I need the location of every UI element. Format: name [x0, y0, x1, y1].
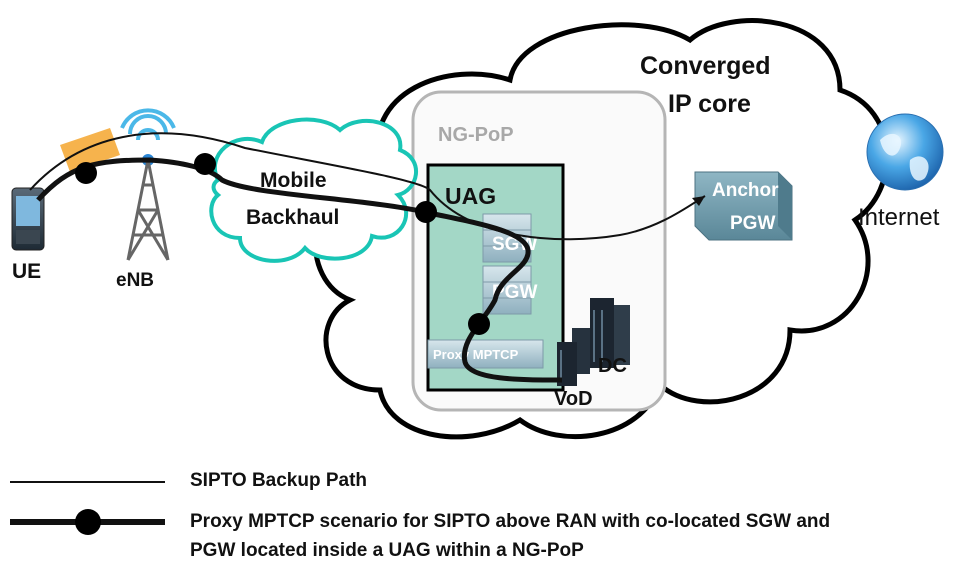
path-node	[194, 153, 216, 175]
globe-icon	[866, 113, 944, 191]
enb-tower-icon	[60, 108, 176, 261]
proxy-mptcp-path	[36, 157, 563, 383]
backup-arrowhead	[692, 196, 705, 206]
anchor-label-line1: Anchor	[712, 180, 779, 201]
legend-node	[75, 509, 101, 535]
internet-label: Internet	[858, 204, 940, 231]
anchor-label-line2: PGW	[730, 213, 775, 234]
dc-label: DC	[598, 355, 627, 377]
mobile-backhaul-cloud	[209, 117, 419, 263]
proxy-mptcp-box	[427, 339, 544, 369]
legend-proxy-label-line1: Proxy MPTCP scenario for SIPTO above RAN…	[190, 511, 831, 532]
legend-backup-label: SIPTO Backup Path	[190, 470, 368, 491]
vod-label: VoD	[554, 388, 593, 410]
path-node	[415, 201, 437, 223]
backhaul-label-line1: Mobile	[260, 169, 327, 192]
cloud-title-line1: Converged	[640, 52, 771, 80]
ue-label: UE	[12, 260, 41, 283]
ngpop-label: NG-PoP	[438, 124, 514, 146]
cloud-title-line2: IP core	[668, 90, 751, 118]
ue-phone-icon	[11, 187, 45, 251]
sipto-backup-path	[29, 132, 706, 241]
proxy-mptcp-label: Proxy MPTCP	[433, 347, 519, 362]
legend-proxy-label-line2: PGW located inside a UAG within a NG-PoP	[190, 540, 584, 561]
path-node	[468, 313, 490, 335]
anchor-pgw-box	[694, 171, 793, 241]
enb-label: eNB	[116, 270, 154, 291]
path-node	[75, 162, 97, 184]
datacenter-racks	[557, 298, 630, 386]
uag-label: UAG	[445, 183, 496, 209]
backhaul-label-line2: Backhaul	[246, 206, 339, 229]
